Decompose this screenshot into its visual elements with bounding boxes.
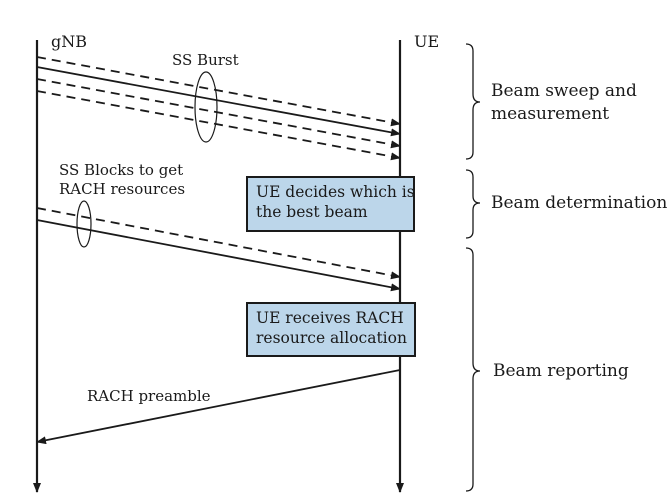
ue-receives-rach-box: UE receives RACH resource allocation (246, 302, 416, 357)
brace-beam-reporting (465, 247, 481, 492)
ue-decides-box: UE decides which is the best beam (246, 176, 415, 232)
phase-beam-sweep-line2: measurement (491, 104, 610, 124)
phase-beam-reporting-label: Beam reporting (493, 361, 629, 381)
ss-burst-dashed-arrow-1 (36, 56, 401, 127)
phase-beam-determination: Beam determination (491, 192, 667, 215)
rach-preamble-arrow (36, 369, 401, 445)
ue-receives-line2: resource allocation (256, 329, 407, 347)
gnb-label: gNB (51, 32, 87, 51)
brace-beam-sweep (465, 43, 481, 160)
ss-burst-dashed-arrow-3 (36, 90, 401, 161)
ss-block-dashed-arrow (36, 207, 401, 280)
ue-receives-line1: UE receives RACH (256, 309, 404, 327)
ss-blocks-label-line2: RACH resources (59, 180, 186, 198)
ss-burst-label: SS Burst (172, 51, 239, 69)
ue-decides-line1: UE decides which is (256, 183, 415, 201)
phase-beam-sweep-line1: Beam sweep and (491, 81, 637, 101)
ss-block-solid-arrow (36, 219, 401, 292)
ss-blocks-ellipse (76, 200, 92, 248)
ue-label: UE (414, 32, 440, 51)
phase-beam-sweep: Beam sweep and measurement (491, 80, 637, 126)
ss-burst-ellipse (194, 71, 218, 143)
ss-blocks-label-line1: SS Blocks to get (59, 161, 184, 179)
rach-preamble-label: RACH preamble (87, 387, 211, 405)
ss-burst-solid-arrow (36, 66, 401, 137)
phase-beam-reporting: Beam reporting (493, 360, 629, 383)
brace-beam-determination (465, 169, 481, 239)
ue-decides-line2: the best beam (256, 203, 368, 221)
phase-beam-determination-label: Beam determination (491, 193, 668, 213)
ss-burst-dashed-arrow-2 (36, 78, 401, 149)
